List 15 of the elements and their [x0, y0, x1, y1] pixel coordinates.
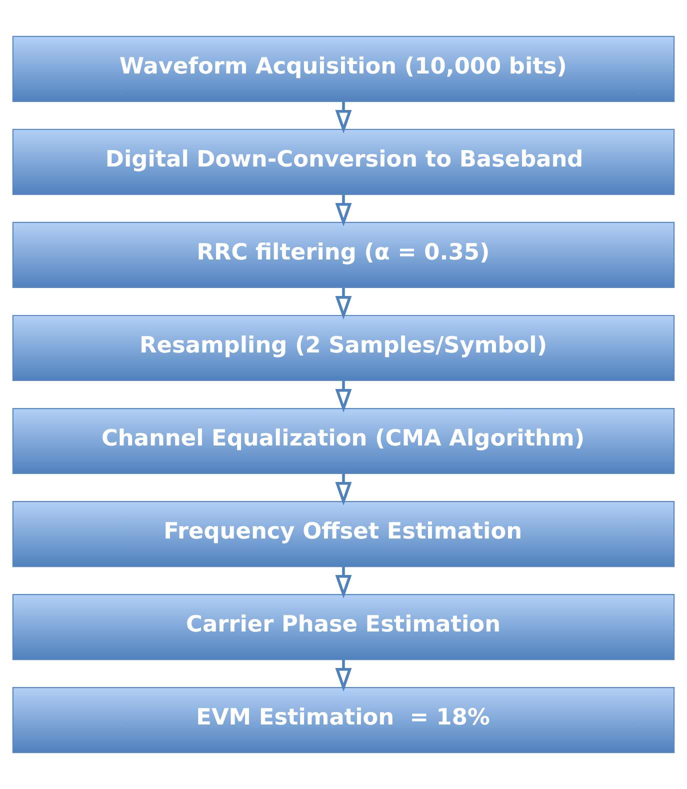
node-box: Waveform Acquisition (10,000 bits) — [12, 36, 675, 102]
arrow — [335, 660, 352, 692]
node-box: Carrier Phase Estimation — [12, 594, 675, 660]
node-box: Channel Equalization (CMA Algorithm) — [12, 408, 675, 474]
node-box: RRC filtering (α = 0.35) — [12, 222, 675, 288]
node-box: Frequency Offset Estimation — [12, 500, 675, 568]
arrow — [335, 566, 352, 599]
arrow — [335, 474, 352, 506]
arrow — [335, 288, 352, 320]
arrow — [335, 380, 352, 413]
arrow — [335, 102, 352, 134]
arrow — [335, 194, 352, 227]
node-box: Digital Down-Conversion to Baseband — [12, 128, 675, 196]
node-box: Resampling (2 Samples/Symbol) — [12, 314, 675, 382]
node-box: EVM Estimation = 18% — [12, 686, 675, 754]
